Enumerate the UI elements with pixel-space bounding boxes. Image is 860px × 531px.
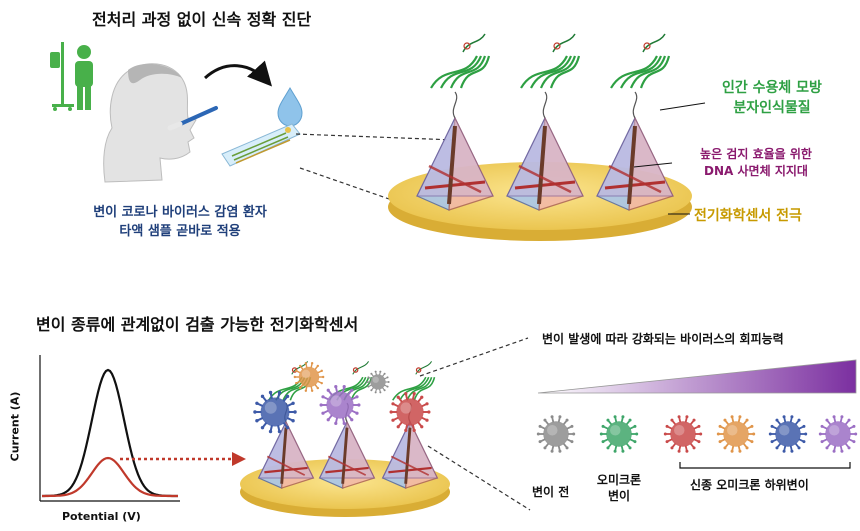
patient-caption-line2: 타액 샘플 곧바로 적용: [119, 224, 241, 239]
axis-x-label: Potential (V): [62, 510, 141, 523]
variant-omicron-line2: 변이: [607, 489, 631, 503]
scaffold-label-line2: DNA 사면체 지지대: [704, 164, 808, 178]
scaffold-leader: [633, 162, 673, 168]
voltammogram-axes: [39, 355, 180, 502]
zoom-line-gradient-top: [419, 337, 529, 377]
aptamer-icon: [392, 361, 436, 423]
tetrahedron-row-top: [416, 33, 674, 211]
tetrahedron-row-bottom: [257, 361, 439, 489]
receptor-leader: [659, 102, 706, 111]
test-strip-icon: [221, 123, 301, 167]
virus-icon: [253, 390, 297, 434]
variant-sub-label: 신종 오미크론 하위변이: [690, 478, 809, 492]
dna-tetrahedron-icon: [257, 419, 315, 489]
patient-caption: 변이 코로나 바이러스 감염 환자 타액 샘플 곧바로 적용: [72, 203, 288, 241]
receptor-label: 인간 수용체 모방 분자인식물질: [708, 78, 836, 118]
receptor-label-line2: 분자인식물질: [733, 100, 811, 116]
aptamer-icon: [520, 33, 581, 119]
zoom-line-gradient-bottom: [427, 445, 531, 511]
dna-tetrahedron-icon: [381, 419, 439, 489]
signal-arrow-head: [232, 452, 246, 466]
dna-tetrahedron-icon: [416, 115, 494, 211]
virus-icon: [366, 370, 390, 394]
virus-icon: [599, 415, 639, 453]
scaffold-label: 높은 검지 효율을 위한 DNA 사면체 지지대: [676, 146, 836, 180]
top-title: 전처리 과정 없이 신속 정확 진단: [92, 10, 312, 29]
curve-red: [42, 456, 178, 498]
curve-black: [42, 368, 178, 498]
bound-viruses: [253, 361, 431, 434]
aptamer-icon: [610, 33, 671, 119]
virus-icon: [768, 415, 808, 453]
patient-icon: [75, 45, 93, 110]
gradient-label: 변이 발생에 따라 강화되는 바이러스의 회피능력: [542, 332, 784, 346]
virus-icon: [716, 415, 756, 453]
bottom-title: 변이 종류에 관계없이 검출 가능한 전기화학센서: [36, 315, 359, 334]
virus-icon: [818, 415, 858, 453]
electrode-label: 전기화학센서 전극: [694, 208, 802, 224]
virus-icon: [536, 415, 576, 453]
droplet-icon: [277, 87, 303, 127]
virus-icon: [389, 391, 431, 433]
swab-icon: [167, 106, 218, 131]
dna-tetrahedron-icon: [506, 115, 584, 211]
virus-icon: [319, 384, 361, 426]
zoom-line-bottom: [299, 167, 393, 201]
dna-tetrahedron-icon: [318, 419, 376, 489]
virus-icon: [663, 415, 703, 453]
subvariant-bracket: [679, 462, 851, 469]
dna-tetrahedron-icon: [596, 115, 674, 211]
virus-icon: [293, 361, 325, 393]
variant-before-label: 변이 전: [532, 485, 570, 499]
scaffold-label-line1: 높은 검지 효율을 위한: [700, 147, 812, 161]
receptor-label-line1: 인간 수용체 모방: [722, 80, 822, 96]
evasion-gradient: [537, 359, 857, 394]
variant-virus-row: [536, 415, 858, 453]
variant-omicron-label: 오미크론 변이: [584, 472, 654, 504]
axis-y-label: Current (A): [8, 391, 22, 462]
transfer-arrow: [203, 60, 273, 87]
variant-omicron-line1: 오미크론: [596, 473, 642, 487]
patient-caption-line1: 변이 코로나 바이러스 감염 환자: [93, 205, 267, 220]
patient-head-icon: [103, 63, 197, 183]
zoom-line-top: [295, 133, 456, 141]
iv-stand-icon: [50, 42, 74, 111]
aptamer-icon: [430, 33, 491, 119]
